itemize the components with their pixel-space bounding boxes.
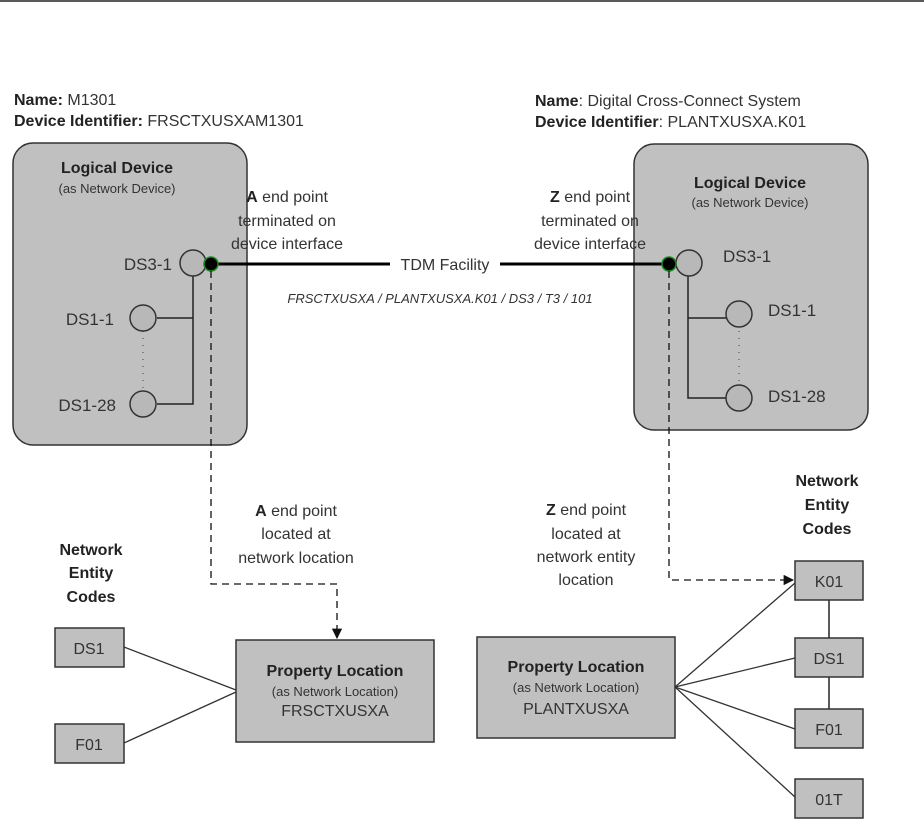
svg-text:A end point: A end point <box>255 503 337 520</box>
left-entity-code-box[interactable]: F01 <box>54 723 125 764</box>
svg-text:terminated on: terminated on <box>238 213 336 230</box>
right-location-subtitle: (as Network Location) <box>513 680 639 695</box>
svg-text:location: location <box>558 572 613 589</box>
z-location-connector <box>668 271 795 586</box>
right-port-ds3-1[interactable] <box>675 249 703 277</box>
right-entity-code-box[interactable]: DS1 <box>794 637 864 678</box>
left-entity-code-box[interactable]: DS1 <box>54 627 125 668</box>
svg-text:F01: F01 <box>815 722 843 739</box>
right-port-label: DS1-1 <box>768 301 816 320</box>
svg-text:network entity: network entity <box>537 549 636 566</box>
right-port-label: DS3-1 <box>723 247 771 266</box>
right-location-code: PLANTXUSXA <box>523 701 629 718</box>
a-location-connector <box>210 271 343 640</box>
right-device-identifier: Device Identifier: PLANTXUSXA.K01 <box>535 114 806 131</box>
left-port-label: DS1-1 <box>66 310 114 329</box>
right-device-name: Name: Digital Cross-Connect System <box>535 93 801 110</box>
svg-text:network location: network location <box>238 550 354 567</box>
left-port-label: DS1-28 <box>58 396 116 415</box>
left-device-title: Logical Device <box>61 160 173 177</box>
svg-text:F01: F01 <box>75 737 103 754</box>
left-port-ds3-1[interactable] <box>179 249 207 277</box>
right-location-title: Property Location <box>508 659 645 676</box>
a-endpoint[interactable] <box>203 256 219 272</box>
right-port-ds1-28[interactable] <box>725 384 753 412</box>
svg-text:Z end point: Z end point <box>546 502 627 519</box>
svg-text:located at: located at <box>261 526 331 543</box>
left-location-title: Property Location <box>267 663 404 680</box>
right-entity-code-box[interactable]: F01 <box>794 708 864 749</box>
svg-text:device interface: device interface <box>534 236 646 253</box>
left-port-ds1-28[interactable] <box>129 390 157 418</box>
right-property-location[interactable]: Property Location (as Network Location) … <box>476 582 796 798</box>
svg-text:K01: K01 <box>815 574 844 591</box>
right-logical-device: Logical Device (as Network Device) DS3-1… <box>633 143 869 431</box>
z-termination-note: Z end point terminated on device interfa… <box>534 189 646 253</box>
facility-path: FRSCTXUSXA / PLANTXUSXA.K01 / DS3 / T3 /… <box>287 291 592 306</box>
svg-text:Entity: Entity <box>69 565 114 582</box>
tdm-facility-label: TDM Facility <box>401 257 490 274</box>
left-property-location[interactable]: Property Location (as Network Location) … <box>123 639 435 744</box>
right-device-subtitle: (as Network Device) <box>691 195 808 210</box>
svg-text:terminated on: terminated on <box>541 213 639 230</box>
svg-text:A end point: A end point <box>246 189 328 206</box>
svg-text:01T: 01T <box>815 792 843 809</box>
svg-text:located at: located at <box>551 526 621 543</box>
right-entity-code-box[interactable]: 01T <box>794 778 864 819</box>
svg-text:Codes: Codes <box>67 589 116 606</box>
svg-text:DS1: DS1 <box>73 641 104 658</box>
svg-text:device interface: device interface <box>231 236 343 253</box>
svg-text:Network: Network <box>795 473 858 490</box>
left-logical-device: Logical Device (as Network Device) DS3-1… <box>12 142 248 446</box>
svg-text:DS1: DS1 <box>813 651 844 668</box>
left-port-ds1-1[interactable] <box>129 304 157 332</box>
svg-text:Z end point: Z end point <box>550 189 631 206</box>
left-location-subtitle: (as Network Location) <box>272 684 398 699</box>
right-port-label: DS1-28 <box>768 387 826 406</box>
left-device-identifier: Device Identifier: FRSCTXUSXAM1301 <box>14 113 304 130</box>
left-device-name: Name: M1301 <box>14 92 116 109</box>
left-device-subtitle: (as Network Device) <box>58 181 175 196</box>
svg-text:Codes: Codes <box>803 521 852 538</box>
left-location-code: FRSCTXUSXA <box>281 703 389 720</box>
right-entity-code-box[interactable]: K01 <box>794 560 864 601</box>
right-device-title: Logical Device <box>694 175 806 192</box>
right-port-ds1-1[interactable] <box>725 300 753 328</box>
left-port-label: DS3-1 <box>124 255 172 274</box>
z-location-note: Z end point located at network entity lo… <box>537 502 636 589</box>
z-endpoint[interactable] <box>661 256 677 272</box>
svg-text:Network: Network <box>59 542 122 559</box>
a-termination-note: A end point terminated on device interfa… <box>231 189 343 253</box>
svg-text:Entity: Entity <box>805 497 850 514</box>
left-codes-heading: Network Entity Codes <box>59 542 122 606</box>
right-codes-heading: Network Entity Codes <box>795 473 858 538</box>
a-location-note: A end point located at network location <box>238 503 354 567</box>
